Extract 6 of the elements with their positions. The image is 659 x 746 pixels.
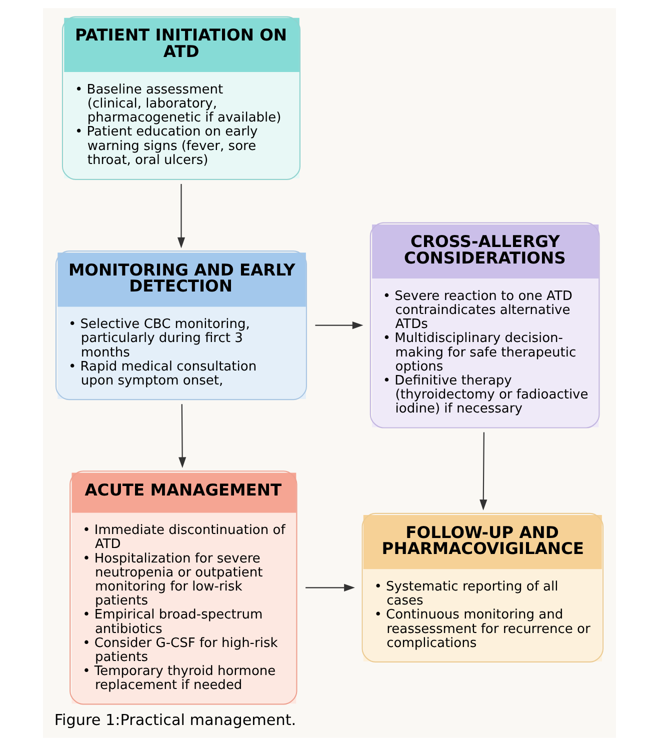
- arrow: [306, 584, 355, 592]
- arrow: [315, 322, 364, 330]
- arrow: [177, 184, 186, 248]
- arrow: [480, 432, 488, 510]
- arrow: [178, 404, 186, 468]
- caption: Figure 1:Practical management.: [54, 711, 296, 730]
